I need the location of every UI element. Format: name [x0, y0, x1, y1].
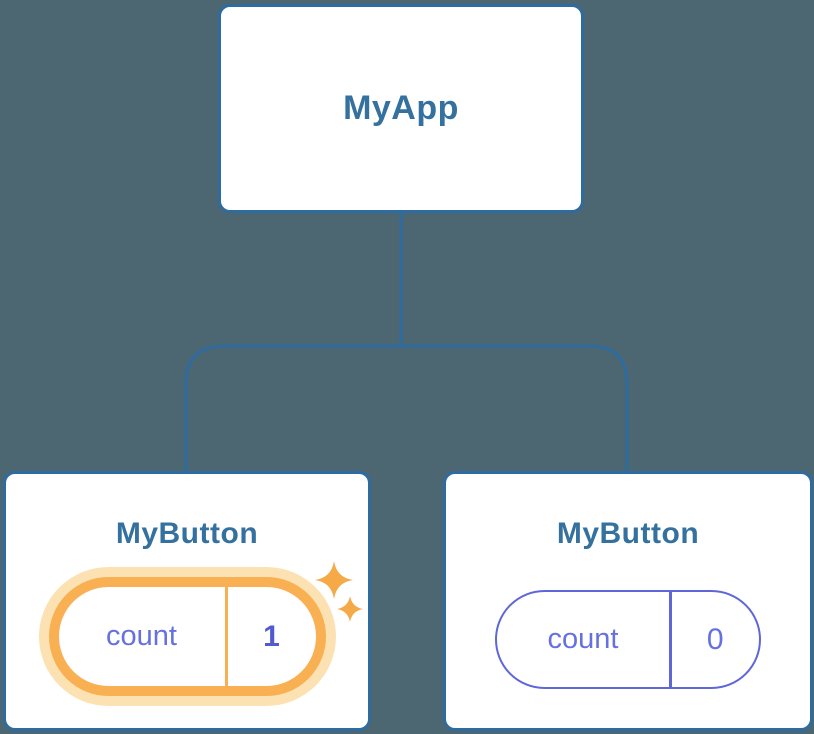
- state-pill-divider: [669, 592, 672, 687]
- node-mybutton-label: MyButton: [556, 517, 700, 550]
- state-value: 0: [706, 622, 724, 656]
- sparkle-large: [315, 561, 353, 599]
- state-pill-highlighted: count 1: [48, 577, 326, 696]
- state-value: 1: [263, 619, 280, 653]
- node-myapp: MyApp: [218, 4, 584, 213]
- state-key: count: [547, 623, 619, 655]
- state-key: count: [106, 620, 177, 652]
- state-pill: count 0: [495, 590, 761, 689]
- node-mybutton-plain: MyButton count 0: [443, 471, 813, 731]
- sparkle-small: [337, 596, 363, 622]
- node-myapp-label: MyApp: [343, 89, 459, 127]
- node-mybutton-label: MyButton: [115, 517, 259, 550]
- state-pill-divider: [224, 587, 228, 686]
- connector-branch-bracket: [184, 344, 629, 474]
- sparkles-icon: [315, 561, 363, 622]
- node-mybutton-highlighted: MyButton count 1: [3, 471, 371, 731]
